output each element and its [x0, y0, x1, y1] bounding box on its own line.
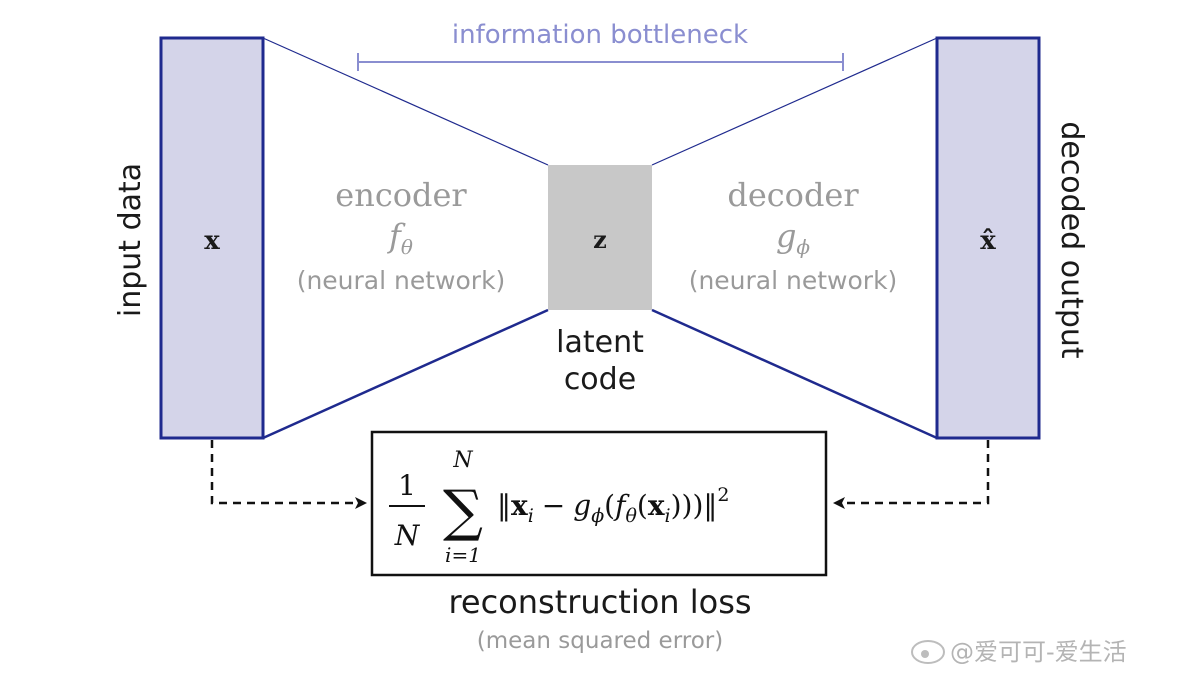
output-symbol: x̂	[980, 226, 996, 256]
loss-formula: 1 N N ∑ i=1 ‖xi−gϕ(fθ(xi)))‖2	[389, 448, 730, 567]
formula-sum-upper: N	[452, 448, 473, 473]
formula-sum-sign: ∑	[443, 479, 483, 544]
output-side-label: decoded output	[1054, 121, 1089, 359]
decoder-note: (neural network)	[689, 266, 898, 295]
encoder-note: (neural network)	[297, 266, 506, 295]
decoder-title: decoder	[727, 176, 859, 214]
output-block	[935, 36, 1041, 440]
formula-body: ‖xi−gϕ(fθ(xi)))‖2	[497, 484, 730, 527]
loss-title: reconstruction loss	[448, 583, 751, 621]
encoder-function: fθ	[387, 217, 413, 259]
weibo-logo-icon	[911, 640, 945, 664]
bottleneck-label: information bottleneck	[452, 20, 748, 50]
latent-caption-line2: code	[564, 362, 636, 397]
encoder-title: encoder	[335, 176, 467, 214]
input-block	[159, 36, 265, 440]
weibo-watermark: @爱可可-爱生活	[911, 638, 1127, 666]
input-symbol: x	[204, 226, 220, 256]
decoder-function: gϕ	[776, 217, 810, 259]
latent-caption-line1: latent	[556, 325, 644, 360]
bottleneck-bracket	[357, 53, 844, 71]
formula-numerator: 1	[398, 469, 416, 502]
latent-block	[548, 165, 652, 310]
input-to-loss-arrow	[210, 440, 367, 509]
formula-sum-lower: i=1	[445, 543, 481, 567]
decoder-funnel	[651, 37, 938, 440]
output-to-loss-arrow	[833, 440, 990, 509]
loss-subtitle: (mean squared error)	[477, 628, 723, 654]
input-side-label: input data	[113, 163, 148, 317]
encoder-funnel	[262, 37, 549, 440]
latent-symbol: z	[593, 225, 607, 254]
loss-box	[370, 430, 828, 577]
formula-denominator: N	[394, 519, 421, 552]
watermark-text: @爱可可-爱生活	[950, 638, 1127, 666]
